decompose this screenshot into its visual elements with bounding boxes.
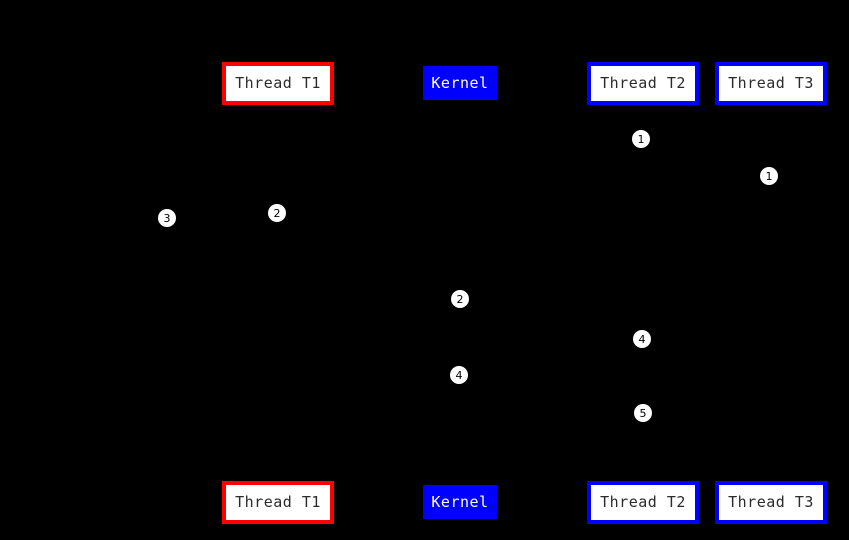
participant-label-thread-t2: Thread T2 <box>600 74 686 92</box>
message-arrow-4 <box>460 308 643 309</box>
message-arrow-2 <box>278 222 460 223</box>
participant-header-kernel[interactable]: Kernel <box>423 66 497 100</box>
participant-label-thread-t1: Thread T1 <box>235 74 321 92</box>
message-arrow-5 <box>460 384 643 385</box>
participant-header-thread-t1[interactable]: Thread T1 <box>222 62 334 105</box>
step-marker-5: 2 <box>451 290 469 308</box>
step-marker-label: 2 <box>456 292 464 306</box>
participant-footer-label-thread-t2: Thread T2 <box>600 493 686 511</box>
participant-footer-label-thread-t3: Thread T3 <box>728 493 814 511</box>
step-marker-label: 1 <box>637 132 645 146</box>
participant-footer-thread-t1[interactable]: Thread T1 <box>222 481 334 524</box>
participant-footer-label-kernel: Kernel <box>431 492 489 511</box>
step-marker-label: 4 <box>455 368 463 382</box>
participant-footer-kernel[interactable]: Kernel <box>423 485 497 519</box>
lifeline-thread-t3 <box>771 105 772 481</box>
step-marker-4: 2 <box>268 204 286 222</box>
participant-footer-thread-t2[interactable]: Thread T2 <box>587 481 699 524</box>
step-marker-label: 4 <box>638 332 646 346</box>
step-marker-6: 4 <box>633 330 651 348</box>
participant-header-thread-t3[interactable]: Thread T3 <box>715 62 827 105</box>
step-marker-8: 5 <box>634 404 652 422</box>
step-marker-label: 1 <box>765 169 773 183</box>
participant-header-thread-t2[interactable]: Thread T2 <box>587 62 699 105</box>
participant-footer-label-thread-t1: Thread T1 <box>235 493 321 511</box>
participant-label-kernel: Kernel <box>431 73 489 92</box>
lifeline-thread-t1 <box>278 105 279 481</box>
step-marker-7: 4 <box>450 366 468 384</box>
step-marker-label: 2 <box>273 206 281 220</box>
step-marker-2: 1 <box>760 167 778 185</box>
step-marker-3: 3 <box>158 209 176 227</box>
message-arrow-1 <box>643 148 771 149</box>
step-marker-label: 3 <box>163 211 171 225</box>
step-marker-1: 1 <box>632 130 650 148</box>
participant-label-thread-t3: Thread T3 <box>728 74 814 92</box>
step-marker-label: 5 <box>639 406 647 420</box>
lifeline-thread-t2 <box>643 105 644 481</box>
participant-footer-thread-t3[interactable]: Thread T3 <box>715 481 827 524</box>
message-arrow-3 <box>167 228 278 229</box>
